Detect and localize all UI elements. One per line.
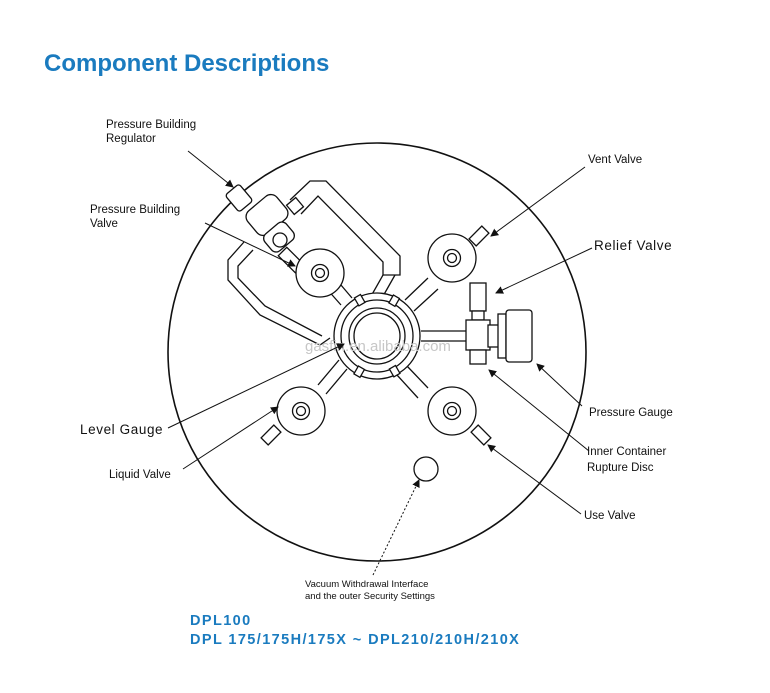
arrow-use-valve — [487, 444, 582, 515]
vent-valve-wheel — [427, 225, 490, 283]
arrow-relief-valve — [495, 247, 593, 294]
arrow-pressure-gauge — [536, 363, 583, 407]
label-pressure-building-regulator: Pressure Building Regulator — [106, 119, 199, 145]
use-valve-wheel — [427, 386, 492, 446]
vacuum-withdrawal-port — [413, 456, 439, 482]
label-rupture-disc: Inner Container Rupture Disc — [587, 446, 669, 474]
label-relief-valve: Relief Valve — [594, 238, 672, 253]
model-line-2: DPL 175/175H/175X ~ DPL210/210H/210X — [190, 632, 521, 648]
watermark: gasfin.en.alibaba.com — [305, 338, 451, 355]
arrow-liquid-valve — [182, 406, 279, 470]
relief-valve-assembly — [465, 282, 501, 365]
arrow-pressure-building-regulator — [187, 150, 234, 188]
label-use-valve: Use Valve — [584, 510, 636, 522]
page-title: Component Descriptions — [44, 50, 330, 77]
model-numbers: DPL100 DPL 175/175H/175X ~ DPL210/210H/2… — [190, 612, 520, 650]
arrow-level-gauge — [167, 343, 345, 429]
label-vent-valve: Vent Valve — [588, 154, 642, 166]
arrow-vent-valve — [490, 166, 586, 237]
label-level-gauge: Level Gauge — [80, 422, 163, 437]
pressure-gauge — [497, 309, 533, 363]
leader-lines — [167, 150, 593, 576]
label-vacuum-withdrawal: Vacuum Withdrawal Interface and the oute… — [305, 579, 435, 602]
model-line-1: DPL100 — [190, 613, 252, 629]
liquid-valve-wheel — [260, 386, 326, 446]
arrow-rupture-disc — [488, 369, 590, 452]
arrow-pressure-building-valve — [204, 222, 296, 267]
label-pressure-gauge: Pressure Gauge — [589, 407, 673, 419]
tank-head-circle — [167, 142, 587, 562]
label-pressure-building-valve: Pressure Building Valve — [90, 204, 183, 230]
pressure-building-valve-wheel — [277, 246, 345, 298]
level-gauge — [333, 292, 421, 380]
label-liquid-valve: Liquid Valve — [109, 469, 171, 481]
arrow-vacuum-withdrawal — [372, 479, 420, 576]
pressure-building-regulator — [225, 184, 305, 253]
